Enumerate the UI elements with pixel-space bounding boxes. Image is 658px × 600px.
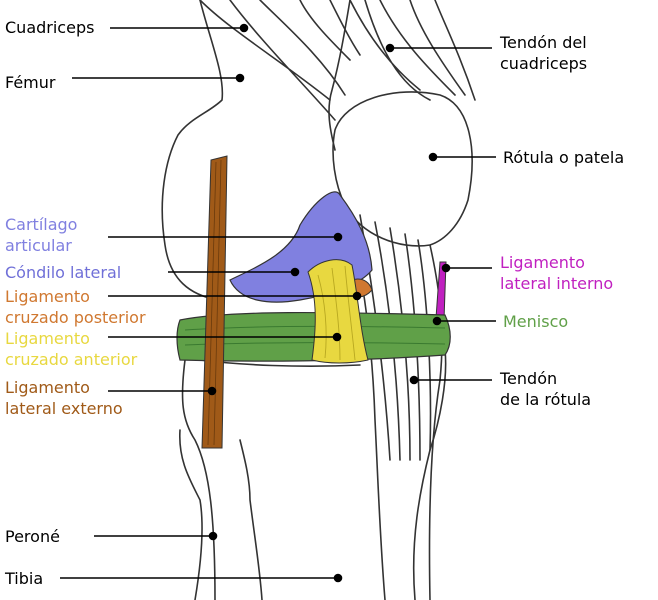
label-tendon-cuadriceps: Tendón del cuadriceps	[500, 32, 587, 74]
label-menisco: Menisco	[503, 311, 568, 332]
label-condilo-lateral: Cóndilo lateral	[5, 262, 121, 283]
label-ligamento-lateral-interno-line-1: Ligamento	[500, 253, 585, 272]
lle-fibers	[207, 159, 222, 446]
label-ligamento-lateral-externo-line-1: Ligamento	[5, 378, 90, 397]
label-cartilago-articular: Cartílago articular	[5, 214, 77, 256]
label-perone-line-1: Peroné	[5, 527, 60, 546]
femur-inner-outline	[328, 0, 351, 151]
label-rotula-patela: Rótula o patela	[503, 147, 624, 168]
label-cuadriceps-line-1: Cuadriceps	[5, 18, 95, 37]
label-ligamento-cruzado-posterior: Ligamento cruzado posterior	[5, 286, 146, 328]
label-ligamento-cruzado-anterior-line-1: Ligamento	[5, 329, 90, 348]
label-ligamento-lateral-interno-line-2: lateral interno	[500, 274, 614, 293]
label-tendon-rotula-line-2: de la rótula	[500, 390, 592, 409]
label-ligamento-cruzado-posterior-line-2: cruzado posterior	[5, 308, 146, 327]
lateral-external-ligament	[201, 155, 228, 449]
label-ligamento-cruzado-anterior: Ligamento cruzado anterior	[5, 328, 137, 370]
label-cartilago-articular-line-1: Cartílago	[5, 215, 78, 234]
label-tendon-rotula-line-1: Tendón	[500, 369, 558, 388]
acl-fibers	[317, 265, 356, 361]
tibia-right-outline	[412, 349, 447, 600]
label-rotula-patela-line-1: Rótula o patela	[503, 148, 625, 167]
label-cuadriceps: Cuadriceps	[5, 17, 94, 38]
label-tendon-cuadriceps-line-2: cuadriceps	[500, 54, 588, 73]
fibula-inner-outline	[239, 439, 263, 600]
label-menisco-line-1: Menisco	[503, 312, 569, 331]
label-ligamento-lateral-interno: Ligamento lateral interno	[500, 252, 613, 294]
fibula-outline	[179, 429, 203, 600]
label-cartilago-articular-line-2: articular	[5, 236, 72, 255]
label-ligamento-lateral-externo: Ligamento lateral externo	[5, 377, 123, 419]
label-ligamento-cruzado-anterior-line-2: cruzado anterior	[5, 350, 138, 369]
leader-lines	[60, 23, 496, 583]
label-ligamento-lateral-externo-line-2: lateral externo	[5, 399, 123, 418]
label-tendon-rotula: Tendón de la rótula	[500, 368, 591, 410]
label-tendon-cuadriceps-line-1: Tendón del	[500, 33, 587, 52]
tibia-outline	[181, 359, 216, 600]
label-femur-line-1: Fémur	[5, 73, 56, 92]
quadriceps-tendon-fibers	[349, 0, 476, 101]
label-condilo-lateral-line-1: Cóndilo lateral	[5, 263, 122, 282]
label-ligamento-cruzado-posterior-line-1: Ligamento	[5, 287, 90, 306]
label-perone: Peroné	[5, 526, 60, 547]
label-tibia: Tibia	[5, 568, 43, 589]
label-femur: Fémur	[5, 72, 55, 93]
quadriceps-fibers	[199, 0, 361, 121]
label-tibia-line-1: Tibia	[5, 569, 44, 588]
